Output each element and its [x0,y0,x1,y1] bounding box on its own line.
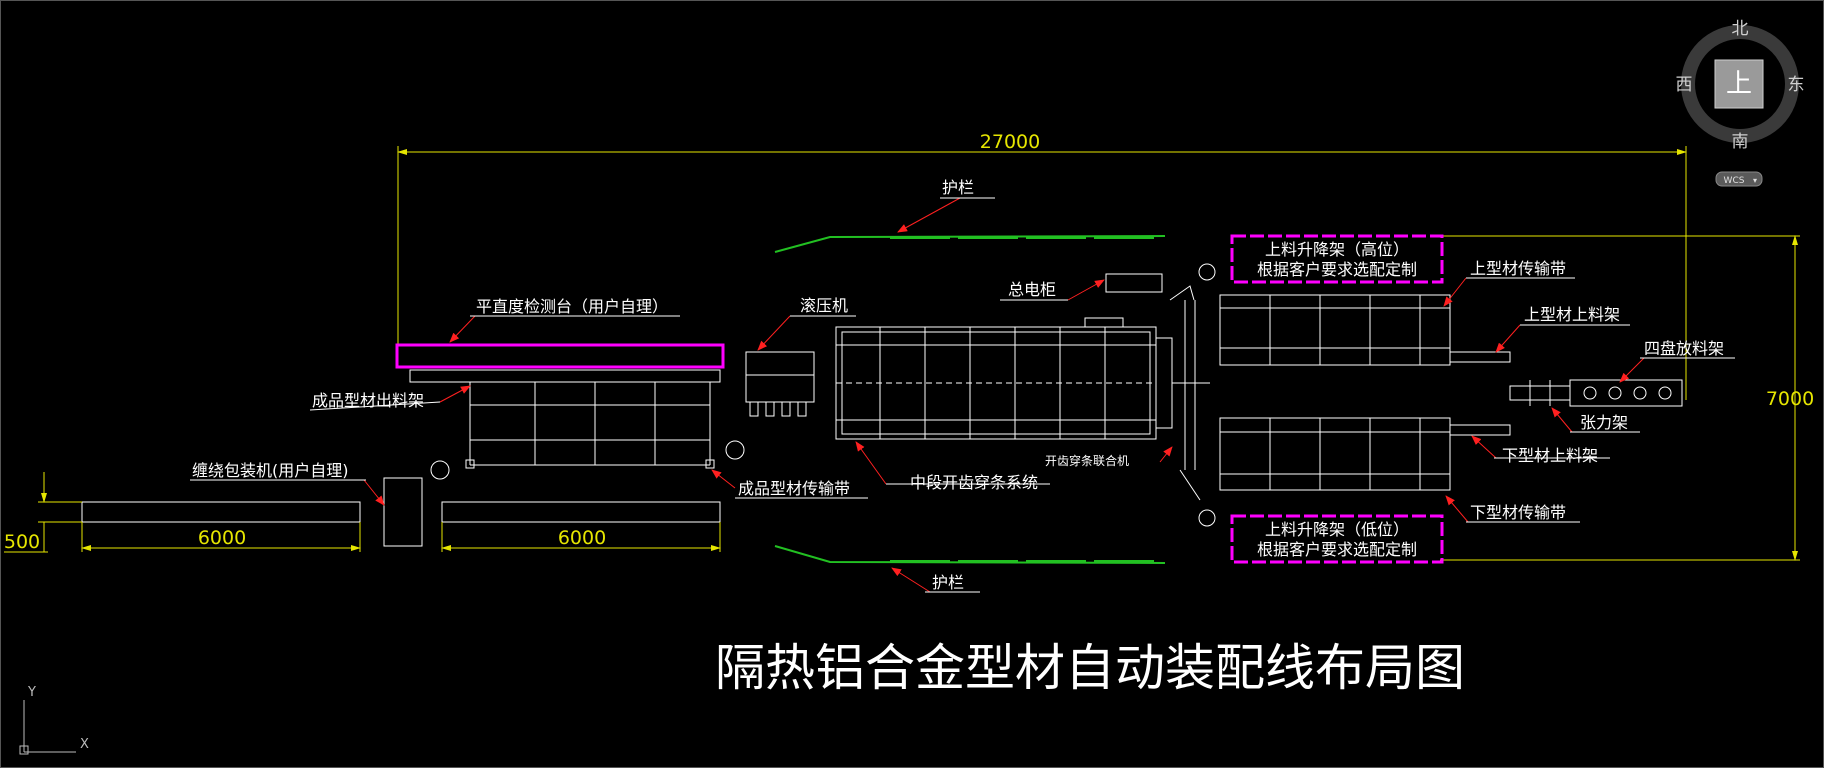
dimension-6000-right [441,522,721,552]
main-cabinet-label: 总电柜 [1008,280,1056,299]
guardrail-bottom [774,545,1166,564]
four-reel-rack [1569,379,1683,407]
upper-load-rack-leader [1495,324,1521,353]
viewcube-east[interactable]: 东 [1788,75,1805,95]
viewcube-top-label: 上 [1726,69,1752,99]
viewcube-north[interactable]: 北 [1732,19,1749,39]
flatness-table-leader [449,315,476,343]
upper-load-rack-label: 上型材上料架 [1524,305,1620,324]
finished-unload-rack-label: 成品型材出料架 [312,391,424,410]
dimension-7000-text: 7000 [1766,388,1814,410]
mid-knurl-leader [855,441,887,485]
lower-load-rack-leader [1471,435,1497,459]
finished-unload-rack-underline [309,401,441,411]
viewcube-south[interactable]: 南 [1732,132,1749,152]
upper-conveyor-label: 上型材传输带 [1470,259,1566,278]
dimension-overall-width [1440,235,1800,561]
lift-rack-low-box [1230,514,1444,564]
finished-conveyor-label: 成品型材传输带 [738,479,850,498]
viewcube-compass-ring[interactable] [1681,25,1799,143]
roller-press [745,351,815,417]
lift-rack-high-box [1230,234,1444,284]
roller-press-label: 滚压机 [800,296,848,315]
tension-rack [1509,380,1571,406]
wrap-packer [383,477,423,547]
chevron-down-icon[interactable]: ▾ [1753,176,1757,185]
guardrail-top-label: 护栏 [942,178,974,197]
viewcube[interactable]: 上 北 南 东 西 WCS ▾ [1676,19,1805,187]
conveyor-left [81,501,361,523]
lower-conveyor-label: 下型材传输带 [1470,503,1566,522]
knurl-combo-machine [1169,263,1216,527]
dimension-27000-text: 27000 [980,131,1040,153]
finished-conveyor-leader [711,469,736,489]
lower-load-rack-label: 下型材上料架 [1502,446,1598,465]
lift-rack-low-line1: 上料升降架（低位） [1265,520,1409,539]
finished-unload-rack-leader [439,385,471,403]
lift-rack-high-line1: 上料升降架（高位） [1265,240,1409,259]
guardrail-top [774,235,1166,253]
main-cabinet [1105,273,1163,293]
flatness-table-label: 平直度检测台（用户自理） [476,297,668,316]
guardrail-top-leader [897,197,961,233]
drawing-title: 隔热铝合金型材自动装配线布局图 [715,639,1465,697]
guardrail-bottom-label: 护栏 [932,573,964,592]
four-reel-label: 四盘放料架 [1644,339,1724,358]
tension-rack-label: 张力架 [1580,413,1628,432]
lift-rack-low-line2: 根据客户要求选配定制 [1257,540,1417,559]
viewcube-top-face[interactable] [1714,59,1764,109]
main-cabinet-leader [1067,279,1105,301]
upper-conveyor-leader [1443,277,1467,307]
dimension-6000-left [81,522,361,552]
lift-rack-high-line2: 根据客户要求选配定制 [1257,260,1417,279]
wrap-packer-leader [363,479,385,506]
knurl-combo-label: 开齿穿条联合机 [1045,453,1129,468]
wrap-packer-label: 缠绕包装机(用户自理) [192,461,349,480]
wcs-label[interactable]: WCS [1724,176,1745,186]
mid-knurl-label: 中段开齿穿条系统 [910,473,1038,492]
wcs-dropdown[interactable] [1715,171,1763,187]
knurl-combo-leader [1159,446,1173,463]
flatness-table-outline [395,343,725,369]
dimension-500-text: 500 [4,531,40,553]
upper-conveyor-structure [1219,294,1511,366]
finished-unload-rack [409,369,745,480]
ucs-y-label: Y [27,685,36,700]
lower-conveyor-leader [1445,495,1469,523]
four-reel-leader [1619,357,1645,383]
tension-rack-leader [1551,407,1573,433]
guardrail-bottom-leader [891,567,931,593]
viewcube-west[interactable]: 西 [1676,75,1693,95]
lower-conveyor-structure [1219,417,1511,491]
dimension-6000-right-text: 6000 [558,527,606,549]
ucs-icon [19,700,76,755]
dimension-6000-left-text: 6000 [198,527,246,549]
dimension-500 [4,472,82,553]
ucs-x-label: X [80,737,89,752]
conveyor-right [441,501,721,523]
mid-knurl-system [835,317,1210,440]
roller-press-leader [757,315,791,351]
